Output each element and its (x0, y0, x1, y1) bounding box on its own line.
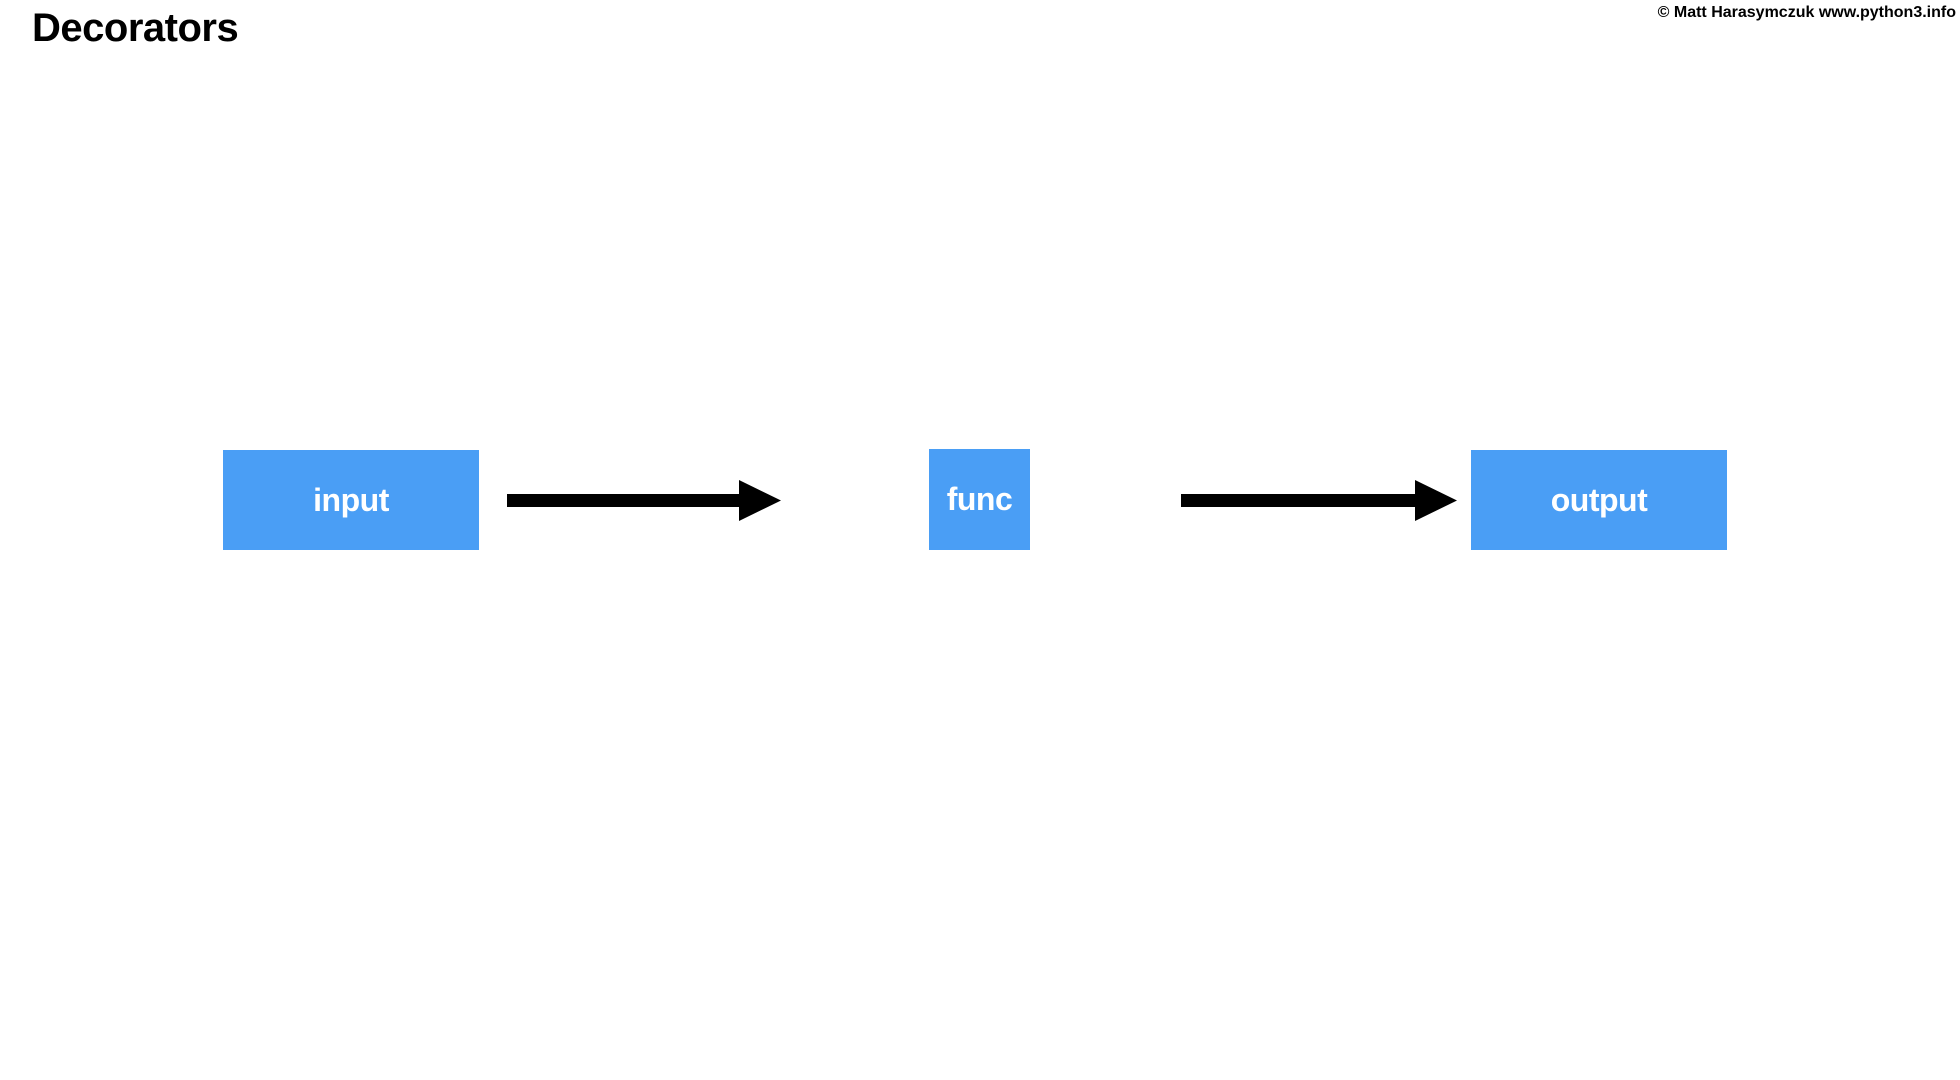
node-func-label: func (946, 481, 1013, 517)
arrow-right-icon (1181, 478, 1457, 522)
diagram-node-input: input (223, 450, 479, 550)
copyright-notice: © Matt Harasymczuk www.python3.info (1657, 4, 1956, 21)
diagram-node-output: output (1471, 450, 1727, 550)
diagram-node-func: func (929, 449, 1030, 550)
node-input-label: input (313, 481, 389, 518)
page-title: Decorators (32, 6, 239, 50)
arrow-right-icon (507, 478, 781, 522)
node-output-label: output (1550, 481, 1648, 518)
